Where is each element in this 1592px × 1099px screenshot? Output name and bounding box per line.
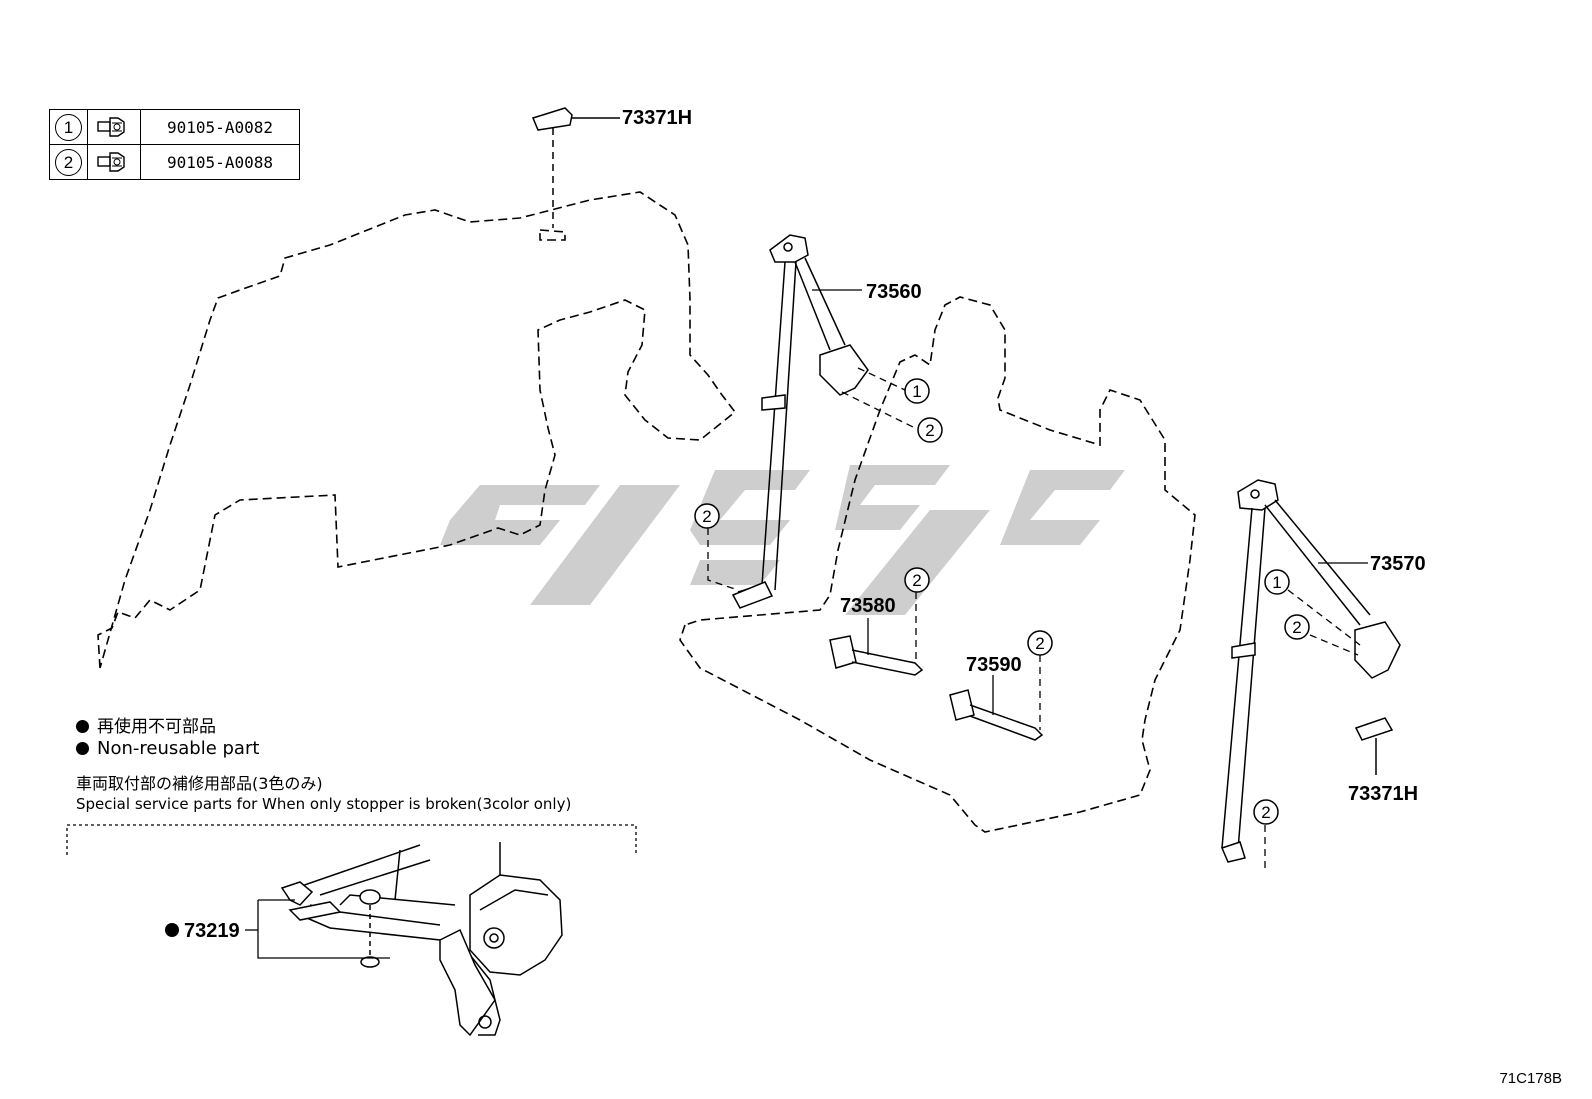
non-reusable-bullet bbox=[165, 923, 179, 937]
marker-two: 2 bbox=[1035, 634, 1044, 653]
table-row: 1 90105-A0082 bbox=[49, 109, 300, 145]
belt-cover-73371h-right bbox=[1354, 717, 1394, 775]
marker-numbers: 1 2 2 2 2 1 2 2 bbox=[702, 382, 1301, 822]
marker-two: 2 bbox=[702, 507, 711, 526]
seat-belt-73560 bbox=[731, 234, 869, 609]
note-en-special: Special service parts for When only stop… bbox=[76, 795, 572, 813]
ref-circle: 2 bbox=[55, 148, 82, 176]
callout-73560: 73560 bbox=[866, 281, 922, 303]
console-outline bbox=[97, 191, 737, 669]
note-jp-special: 車両取付部の補修用部品(3色のみ) bbox=[76, 774, 323, 793]
note-en-nonreusable: Non-reusable part bbox=[76, 738, 259, 759]
note-jp-nonreusable: 再使用不可部品 bbox=[76, 712, 216, 737]
special-parts-bracket bbox=[66, 824, 637, 855]
part-number: 90105-A0088 bbox=[140, 144, 300, 180]
table-row: 2 90105-A0088 bbox=[49, 144, 300, 180]
ref-circle: 1 bbox=[55, 113, 82, 141]
flange-bolt-icon bbox=[97, 152, 125, 172]
buckle-73580 bbox=[829, 635, 924, 676]
marker-two: 2 bbox=[1292, 618, 1301, 637]
bullet-icon bbox=[76, 742, 89, 755]
diagram-code: 71C178B bbox=[1499, 1070, 1562, 1087]
callout-73371h-top: 73371H bbox=[622, 107, 692, 129]
seat-outline bbox=[679, 296, 1196, 833]
bolt-table: 1 90105-A0082 2 90105-A0088 bbox=[49, 109, 300, 180]
marker-two: 2 bbox=[925, 421, 934, 440]
leader-lines bbox=[812, 289, 1368, 715]
callout-73590: 73590 bbox=[966, 654, 1022, 676]
callout-73580: 73580 bbox=[840, 595, 896, 617]
marker-two: 2 bbox=[1261, 803, 1270, 822]
callout-73219: 73219 bbox=[184, 920, 240, 942]
stopper-detail bbox=[245, 842, 563, 1037]
buckle-73590 bbox=[949, 689, 1044, 741]
callout-73570: 73570 bbox=[1370, 553, 1426, 575]
watermark-logo bbox=[440, 465, 1125, 615]
marker-two: 2 bbox=[912, 571, 921, 590]
marker-one: 1 bbox=[1272, 573, 1281, 592]
flange-bolt-icon bbox=[97, 117, 125, 137]
marker-one: 1 bbox=[912, 382, 921, 401]
seat-belt-73570 bbox=[1220, 479, 1401, 863]
bullet-icon bbox=[76, 720, 89, 733]
part-number: 90105-A0082 bbox=[140, 109, 300, 145]
callout-73371h-right: 73371H bbox=[1348, 783, 1418, 805]
bolt-leaders bbox=[707, 367, 1361, 870]
belt-cover-73371h-top bbox=[531, 107, 620, 228]
marker-circles bbox=[694, 378, 1310, 825]
